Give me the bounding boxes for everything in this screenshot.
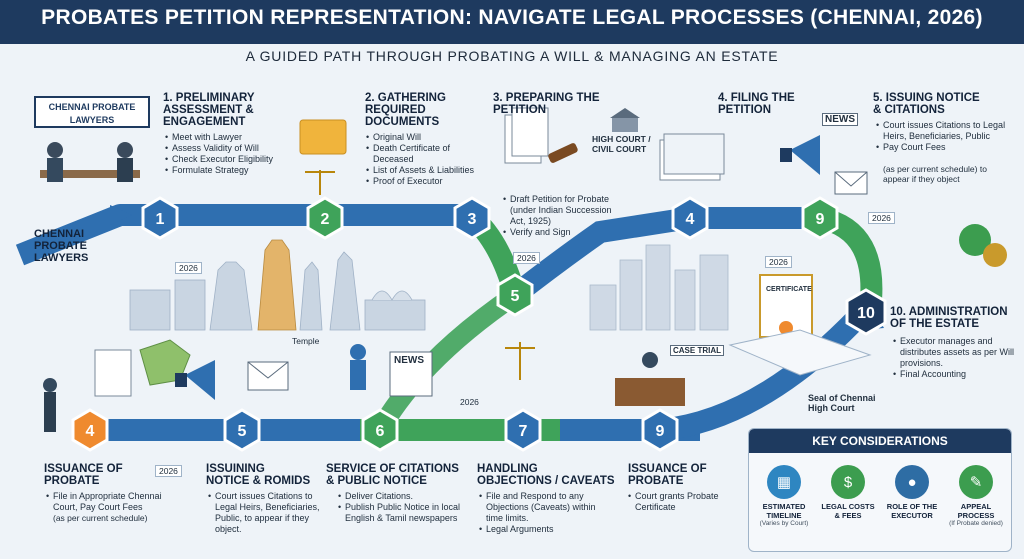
news-label-top: NEWS (822, 113, 858, 126)
megaphone-icon-top (780, 135, 820, 175)
scales-icon (305, 170, 335, 195)
certificate-label: CERTIFICATE (766, 286, 812, 293)
node-2-label: 2 (321, 211, 330, 228)
bottom-step-6-title: SERVICE OF CITATIONS& PUBLIC NOTICE (326, 463, 459, 487)
node-4-top (671, 196, 709, 240)
node-9-top-label: 9 (816, 211, 825, 228)
megaphone-icon-bottom (175, 360, 215, 400)
node-7-bottom (504, 408, 542, 452)
court-building-icon (610, 108, 640, 132)
year-tag-2: 2026 (513, 252, 540, 264)
case-trial-label: CASE TRIAL (670, 345, 724, 356)
node-5-mid (496, 273, 534, 317)
courtroom-illustration (615, 352, 685, 406)
node-6-bottom (361, 408, 399, 452)
node-2 (306, 196, 344, 240)
node-4-bottom-label: 4 (86, 423, 95, 440)
news-label-bottom: NEWS (394, 355, 424, 366)
courier-illustration (350, 344, 366, 390)
page-title: PROBATES PETITION REPRESENTATION: NAVIGA… (41, 6, 983, 29)
justice-scales-icon (505, 342, 535, 380)
step-3-bullets: Draft Petition for Probate (under Indian… (503, 194, 628, 238)
gavel-icon (548, 143, 578, 163)
node-9-bottom (641, 408, 679, 452)
step-5-note: (as per current schedule) to appear if t… (883, 164, 987, 184)
bottom-step-9-bullets: Court grants Probate Certificate (628, 491, 738, 513)
node-10-label: 10 (857, 305, 875, 322)
petition-document-icon (504, 107, 549, 164)
folder-icon (299, 119, 347, 155)
year-tag-5: 2026 (460, 397, 479, 407)
chennai-skyline-illustration (129, 239, 426, 331)
node-3-label: 3 (468, 211, 477, 228)
envelope-icon-top (834, 171, 868, 195)
node-1-label: 1 (156, 211, 165, 228)
node-10 (845, 288, 887, 336)
envelope-icon-bottom (247, 361, 289, 391)
node-9-top (801, 196, 839, 240)
money-icon: $ (831, 465, 865, 499)
temple-label: Temple (292, 336, 320, 346)
node-5-mid-label: 5 (511, 288, 520, 305)
person-icon: ● (895, 465, 929, 499)
document-icon: ✎ (959, 465, 993, 499)
step-2-bullets: Original WillDeath Certificate of Deceas… (366, 132, 491, 187)
node-6-bottom-label: 6 (376, 423, 385, 440)
step-1-bullets: Meet with LawyerAssess Validity of Will … (165, 132, 290, 176)
node-4-top-label: 4 (686, 211, 695, 228)
step-10-bullets: Executor manages and distributes assets … (893, 336, 1018, 380)
court-label: HIGH COURT /CIVIL COURT (592, 134, 651, 154)
node-hexagons (71, 196, 887, 452)
will-document-icon (94, 349, 132, 397)
node-7-bottom-label: 7 (519, 423, 528, 440)
filing-papers-icon (659, 133, 725, 181)
bottom-step-4-bullets: File in Appropriate Chennai Court, Pay C… (46, 491, 171, 513)
year-tag-4: 2026 (155, 465, 182, 477)
executor-person-icon (43, 378, 57, 432)
node-4-bottom (71, 408, 109, 452)
node-5-bottom-label: 5 (238, 423, 247, 440)
newspaper-icon (389, 351, 433, 397)
page-subtitle: A GUIDED PATH THROUGH PROBATING A WILL &… (245, 48, 779, 64)
key-item-costs: $ LEGAL COSTS& FEES (817, 465, 879, 520)
meeting-illustration (40, 142, 140, 182)
year-tag-3: 2026 (868, 212, 895, 224)
node-1 (141, 196, 179, 240)
year-tag-6: 2026 (765, 256, 792, 268)
city-buildings-illustration (589, 244, 729, 331)
seal-platform-illustration (728, 329, 872, 376)
node-5-bottom (223, 408, 261, 452)
step-5-title: 5. ISSUING NOTICE& CITATIONS (873, 92, 980, 116)
calendar-icon: ▦ (767, 465, 801, 499)
node-9-bottom-label: 9 (656, 423, 665, 440)
bottom-step-4-note: (as per current schedule) (53, 513, 148, 523)
bottom-step-6-bullets: Deliver Citations.Publish Public Notice … (338, 491, 468, 524)
certificate-icon (759, 274, 813, 338)
money-bag-icon (959, 224, 1007, 267)
step-5-bullets: Court issues Citations to Legal Heirs, B… (876, 120, 1016, 153)
bottom-step-5-bullets: Court issues Citations to Legal Heirs, B… (208, 491, 328, 535)
year-tag-1: 2026 (175, 262, 202, 274)
node-3 (453, 196, 491, 240)
chennai-probate-sign: CHENNAI PROBATE LAWYERS (34, 96, 150, 128)
key-considerations-title: KEY CONSIDERATIONS (749, 429, 1011, 453)
bottom-step-7-bullets: File and Respond to any Objections (Cave… (479, 491, 609, 535)
header-banner: PROBATES PETITION REPRESENTATION: NAVIGA… (0, 0, 1024, 44)
